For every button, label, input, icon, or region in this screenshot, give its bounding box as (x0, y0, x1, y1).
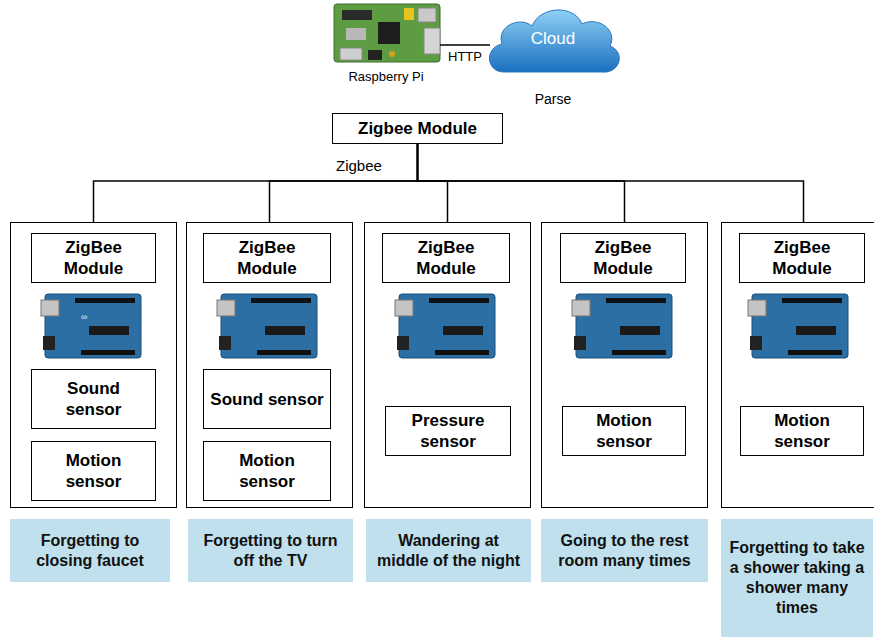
bus-label: Zigbee (336, 157, 382, 174)
node-text: Forgetting to turn off the TV (194, 531, 347, 571)
behavior-box: Forgetting to turn off the TV (188, 519, 353, 582)
node-text: ZigBee Module (210, 237, 324, 279)
node-text: Motion sensor (747, 410, 857, 452)
node-text: Zigbee Module (358, 118, 477, 139)
connector (418, 144, 625, 222)
behavior-box: Forgetting to closing faucet (10, 519, 170, 582)
node-text: Motion sensor (210, 450, 324, 492)
node-text: Motion sensor (38, 450, 149, 492)
connector (418, 144, 804, 222)
behavior-box: Wandering at middle of the night (366, 519, 531, 582)
connector (270, 144, 418, 222)
component-box: Motion sensor (203, 441, 331, 501)
component-box: Motion sensor (562, 406, 686, 456)
node-text: Sound sensor (38, 378, 149, 420)
component-box: ZigBee Module (203, 233, 331, 283)
arduino-boards: ∞ (41, 294, 848, 358)
sensor-node-box: ZigBee ModulePressure sensor (364, 222, 531, 508)
connector (440, 44, 490, 46)
node-text: Forgetting to take a shower taking a sho… (727, 538, 867, 618)
node-text: ZigBee Module (746, 237, 858, 279)
node-text: Going to the rest room many times (547, 531, 702, 571)
node-text: ZigBee Module (567, 237, 679, 279)
node-text: Raspberry Pi (346, 69, 425, 84)
node-text: ZigBee Module (38, 237, 149, 279)
node-text: ZigBee Module (389, 237, 503, 279)
connector (418, 144, 448, 222)
behavior-box: Forgetting to take a shower taking a sho… (721, 519, 873, 637)
component-box: Sound sensor (203, 369, 331, 429)
svg-text:∞: ∞ (81, 312, 87, 322)
node-text: Motion sensor (569, 410, 679, 452)
sensor-node-box: ZigBee ModuleMotion sensor (721, 222, 874, 508)
component-box: Motion sensor (31, 441, 156, 501)
component-box: ZigBee Module (31, 233, 156, 283)
sensor-node-box: ZigBee ModuleSound sensorMotion sensor (10, 222, 177, 508)
raspberry-pi-board (334, 4, 440, 62)
component-box: Motion sensor (740, 406, 864, 456)
sensor-node-box: ZigBee ModuleMotion sensor (541, 222, 708, 508)
node-text: Sound sensor (210, 389, 323, 410)
module-box: Zigbee Module (332, 113, 503, 144)
connector (94, 144, 418, 222)
component-box: Sound sensor (31, 369, 156, 429)
component-box: ZigBee Module (382, 233, 510, 283)
node-text: Forgetting to closing faucet (16, 531, 164, 571)
cloud-shape: CloudParse (482, 0, 624, 112)
edge-label: HTTP (446, 49, 484, 64)
behavior-box: Going to the rest room many times (541, 519, 708, 582)
component-box: ZigBee Module (739, 233, 865, 283)
node-text: Cloud (531, 0, 575, 78)
node-text: Pressure sensor (392, 410, 504, 452)
component-box: ZigBee Module (560, 233, 686, 283)
node-text: Wandering at middle of the night (372, 531, 525, 571)
sensor-node-box: ZigBee ModuleSound sensorMotion sensor (186, 222, 353, 508)
component-box: Pressure sensor (385, 406, 511, 456)
raspberry-pi: Raspberry Pi (326, 0, 446, 84)
service-name: Parse (535, 90, 572, 108)
